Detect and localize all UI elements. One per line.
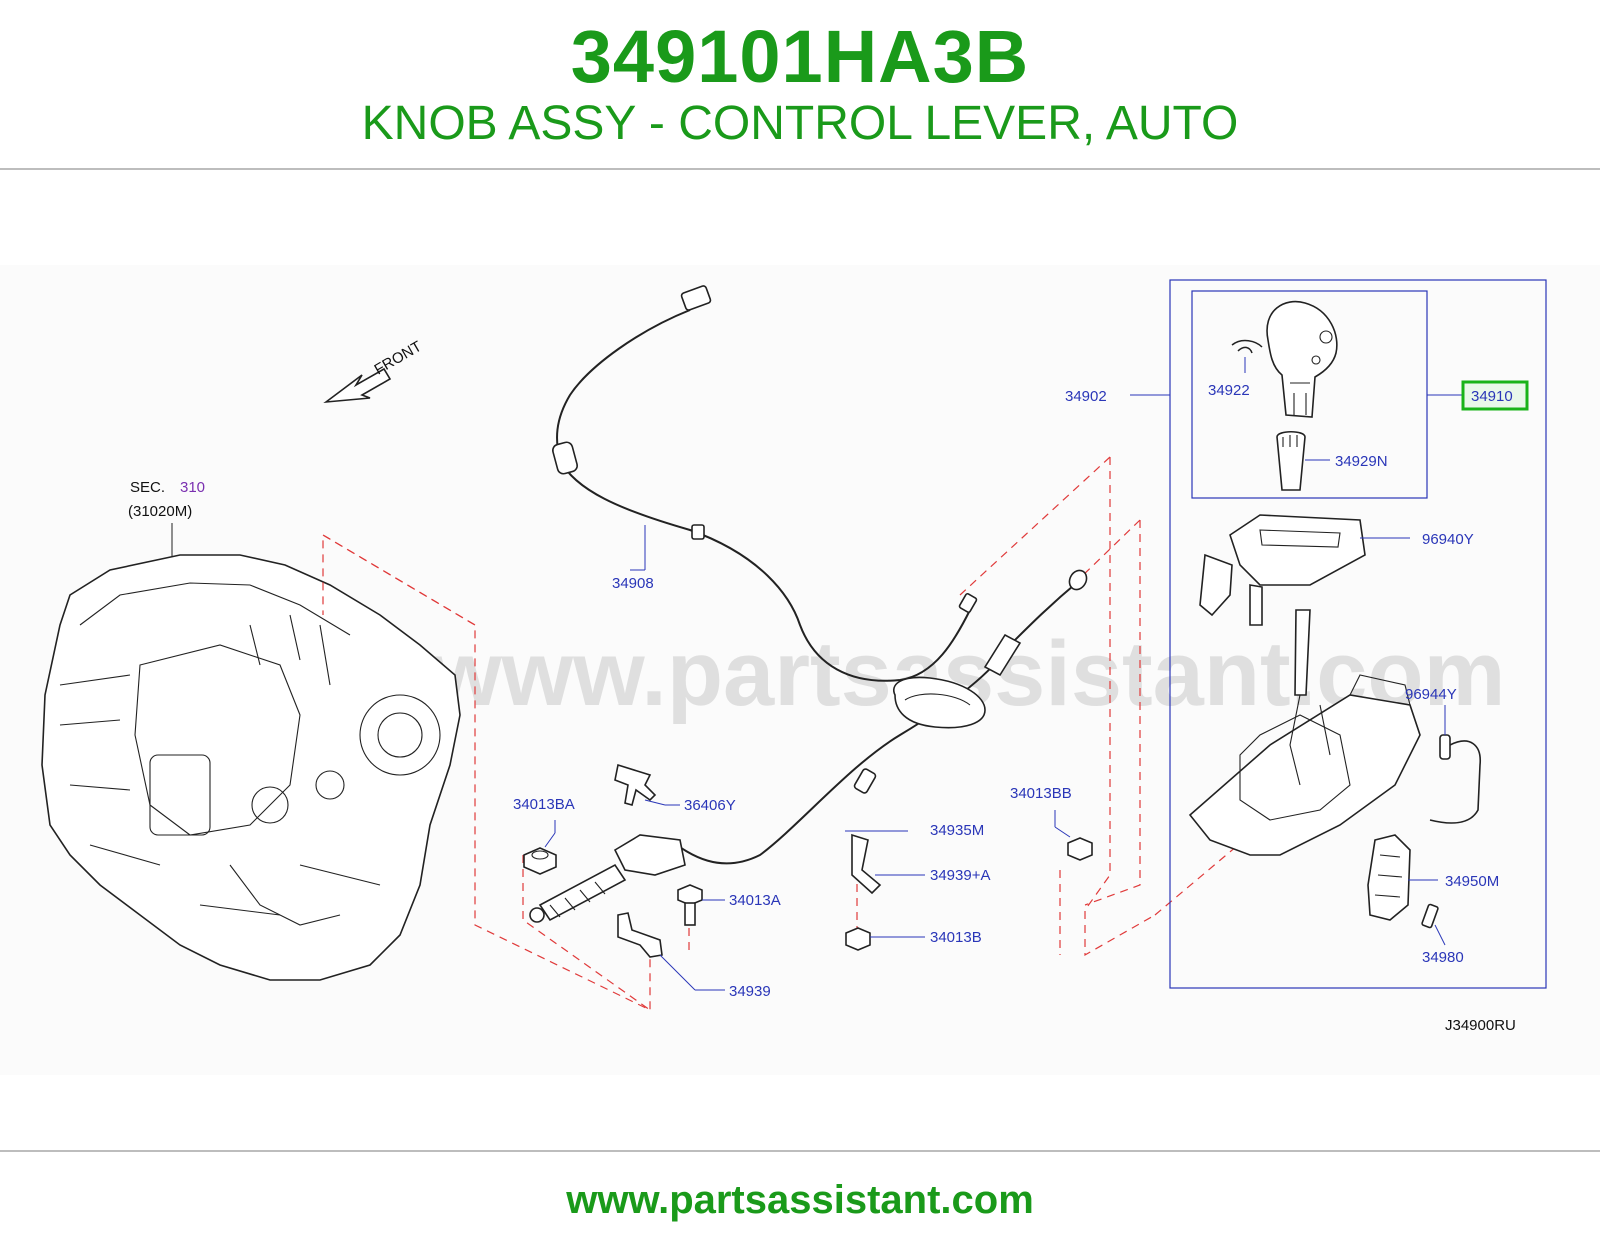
callout-34922[interactable]: 34922 <box>1208 382 1250 399</box>
callout-34939[interactable]: 34939 <box>729 983 771 1000</box>
cable-34908[interactable] <box>551 285 978 682</box>
nut-34013BB[interactable] <box>1067 837 1093 861</box>
transmission-assembly[interactable] <box>41 554 461 981</box>
bracket-34939[interactable] <box>617 912 663 958</box>
callout-34929N[interactable]: 34929N <box>1335 453 1388 470</box>
highlight-frame <box>1461 380 1529 411</box>
callout-34013BB[interactable]: 34013BB <box>1010 785 1072 802</box>
front-arrow-icon <box>323 367 392 404</box>
callout-34013BA[interactable]: 34013BA <box>513 796 575 813</box>
control-device-box <box>1169 279 1547 989</box>
nut-34013B[interactable] <box>845 927 871 951</box>
part-number-title: 349101HA3B <box>570 15 1030 98</box>
callout-34013B[interactable]: 34013B <box>930 929 982 946</box>
engagement-guide-cable <box>959 456 1111 596</box>
engagement-guide-top <box>322 533 476 626</box>
callout-34939A[interactable]: 34939+A <box>930 867 990 884</box>
clip-36406Y[interactable] <box>614 763 657 806</box>
switch-34950M[interactable] <box>1367 834 1411 921</box>
engagement-guide-bolt <box>522 855 651 1011</box>
parts-diagram: www.partsassistant.com FRONT SEC. 310 (3… <box>0 265 1600 1075</box>
diagram-code: J34900RU <box>1445 1017 1516 1034</box>
shift-knob-34910[interactable] <box>1266 300 1338 418</box>
bracket-34939A[interactable] <box>851 833 882 895</box>
bolt-34013A[interactable] <box>677 884 703 926</box>
header-divider <box>0 168 1600 170</box>
clip-34922[interactable] <box>1231 339 1263 354</box>
sec-reference: (31020M) <box>128 503 192 520</box>
callout-34935M[interactable]: 34935M <box>930 822 984 839</box>
sleeve-34929N[interactable] <box>1276 430 1306 491</box>
control-lever-base[interactable] <box>1188 609 1421 856</box>
sec-number-link[interactable]: 310 <box>180 479 205 496</box>
pin-34980[interactable] <box>1421 903 1439 929</box>
callout-34902[interactable]: 34902 <box>1065 388 1107 405</box>
callout-36406Y[interactable]: 36406Y <box>684 797 736 814</box>
footer-website-link[interactable]: www.partsassistant.com <box>566 1178 1034 1222</box>
callout-34910[interactable]: 34910 <box>1471 388 1513 405</box>
front-label: FRONT <box>372 338 425 379</box>
indicator-96940Y[interactable] <box>1199 514 1366 626</box>
callout-34013A[interactable]: 34013A <box>729 892 781 909</box>
callout-34908[interactable]: 34908 <box>612 575 654 592</box>
callout-96944Y[interactable]: 96944Y <box>1405 686 1457 703</box>
sec-label: SEC. <box>130 479 165 496</box>
engagement-guide-rod <box>1077 519 1141 581</box>
footer-divider <box>0 1150 1600 1152</box>
callout-34980[interactable]: 34980 <box>1422 949 1464 966</box>
callout-34950M[interactable]: 34950M <box>1445 873 1499 890</box>
cable-34935M[interactable] <box>529 567 1090 923</box>
bulb-96944Y[interactable] <box>1429 734 1481 824</box>
page-header: 349101HA3B KNOB ASSY - CONTROL LEVER, AU… <box>0 0 1600 170</box>
diagram-canvas: www.partsassistant.com FRONT SEC. 310 (3… <box>41 279 1547 1034</box>
part-description: KNOB ASSY - CONTROL LEVER, AUTO <box>361 97 1239 150</box>
nut-34013BA[interactable] <box>523 847 557 875</box>
callout-96940Y[interactable]: 96940Y <box>1422 531 1474 548</box>
engagement-guide-right-1 <box>1084 457 1156 957</box>
engagement-guide-right-2 <box>1084 520 1141 906</box>
